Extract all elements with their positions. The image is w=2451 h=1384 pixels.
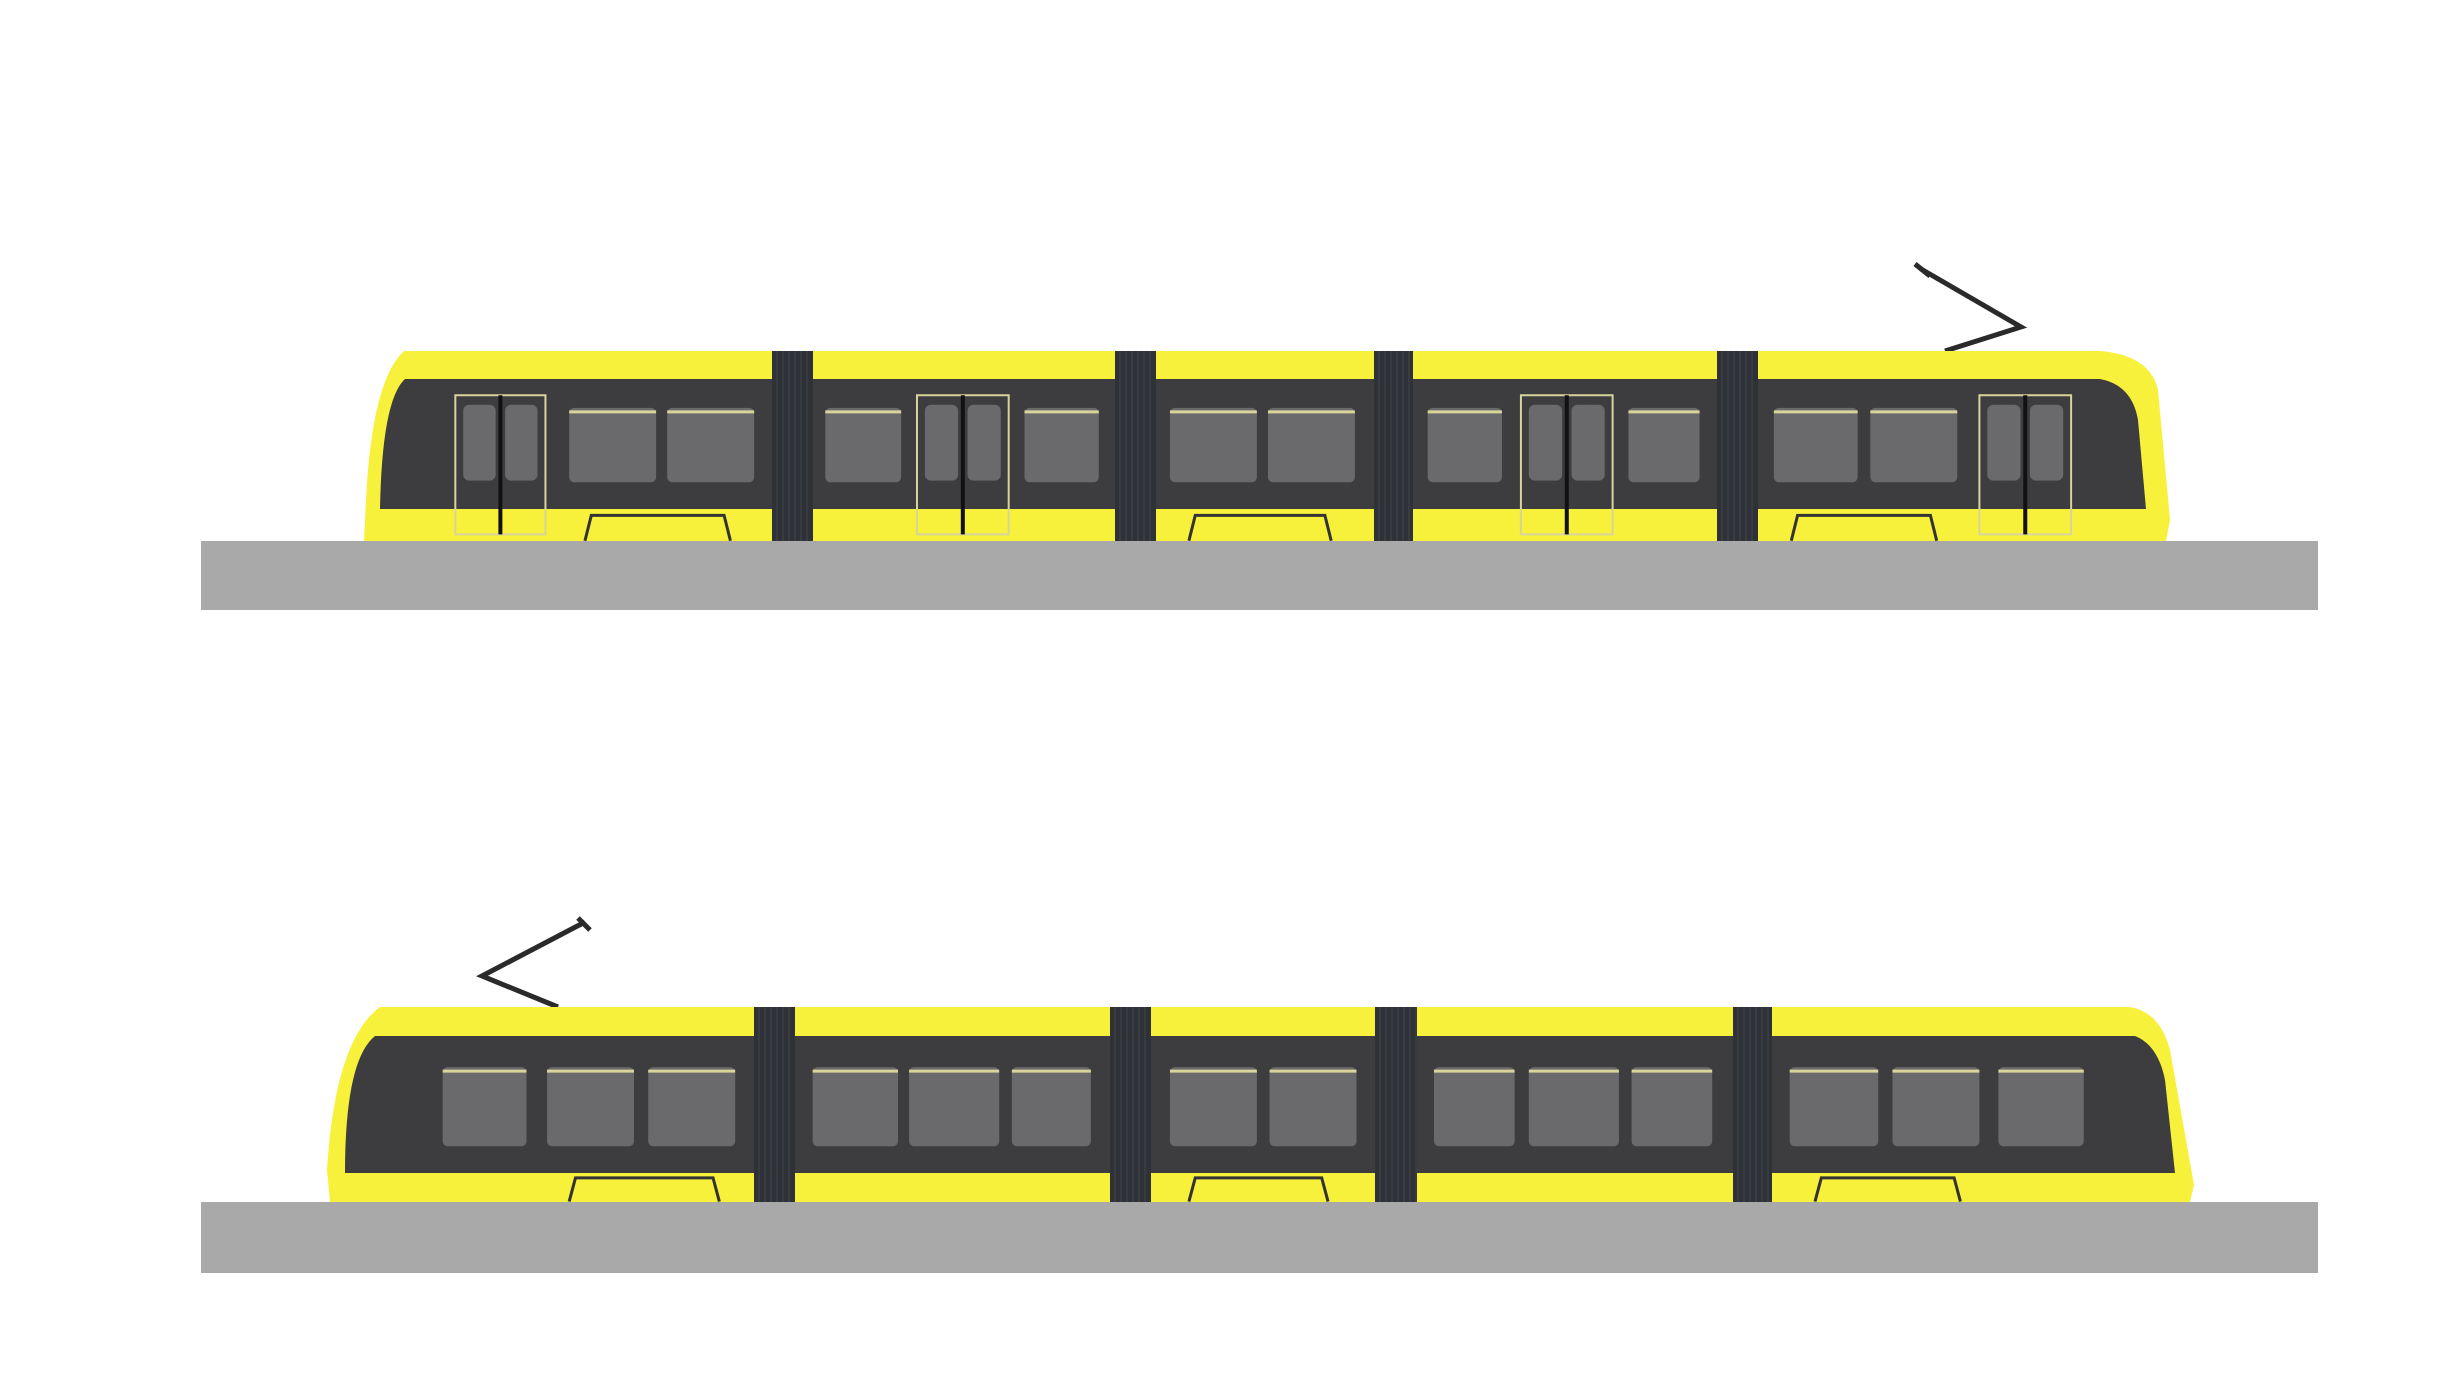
window <box>909 1067 1000 1147</box>
articulation <box>1115 351 1156 541</box>
articulation <box>772 351 813 541</box>
window <box>1169 407 1257 483</box>
door-glass <box>1987 404 2021 481</box>
bogie-skirt <box>1789 513 1939 542</box>
window-band-top <box>380 379 2146 509</box>
platform-top <box>201 541 2318 610</box>
bogie-skirt <box>1187 1176 1330 1202</box>
bogie-skirt <box>1187 513 1333 542</box>
window <box>1628 407 1700 483</box>
window-band-bottom <box>345 1036 2175 1173</box>
window <box>667 407 755 483</box>
bogie-skirts-bottom <box>567 1176 1962 1202</box>
window <box>1169 1067 1257 1147</box>
articulation <box>1110 1007 1151 1202</box>
bogie-skirts-top <box>583 513 1939 542</box>
window <box>825 407 902 483</box>
articulation <box>1733 1007 1772 1202</box>
windows-bottom <box>442 1067 2084 1147</box>
window <box>1267 407 1355 483</box>
articulation <box>1717 351 1758 541</box>
door-glass <box>1528 404 1563 481</box>
tram-side-view-top <box>201 262 2318 610</box>
window <box>1433 1067 1515 1147</box>
window <box>1528 1067 1619 1147</box>
window <box>1892 1067 1980 1147</box>
door-glass <box>967 404 1001 481</box>
window <box>1427 407 1502 483</box>
window <box>547 1067 634 1147</box>
window <box>1631 1067 1713 1147</box>
window <box>1269 1067 1357 1147</box>
door-glass <box>1571 404 1605 481</box>
articulations-top <box>772 351 1758 541</box>
bogie-skirt <box>1813 1176 1962 1202</box>
door-glass <box>463 404 496 481</box>
window <box>1998 1067 2084 1147</box>
articulation <box>754 1007 795 1202</box>
window <box>1789 1067 1879 1147</box>
bogie-skirt <box>583 513 732 542</box>
pantograph-bottom <box>476 919 587 1010</box>
window <box>442 1067 527 1147</box>
window <box>1024 407 1099 483</box>
tram-side-view-bottom <box>201 916 2318 1273</box>
window <box>812 1067 899 1147</box>
windows-top <box>454 394 2073 536</box>
window <box>1870 407 1958 483</box>
door-glass <box>924 404 959 481</box>
articulations-bottom <box>754 1007 1772 1202</box>
door-glass <box>505 404 538 481</box>
door-glass <box>2030 404 2064 481</box>
window <box>569 407 657 483</box>
platform-bottom <box>201 1202 2318 1273</box>
window <box>648 1067 736 1147</box>
bogie-skirt <box>567 1176 721 1202</box>
window <box>1011 1067 1091 1147</box>
articulation <box>1374 351 1413 541</box>
pantograph-top <box>1919 266 2028 354</box>
window <box>1773 407 1858 483</box>
